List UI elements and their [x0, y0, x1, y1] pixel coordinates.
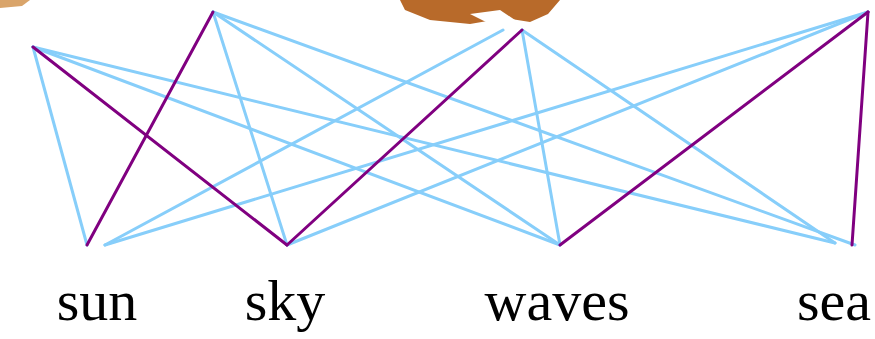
word-label: waves — [485, 272, 630, 330]
purple-line — [560, 12, 868, 245]
word-label: sun — [57, 272, 138, 330]
blue-line — [105, 30, 503, 245]
image-fragment — [400, 0, 560, 24]
word-label: sea — [797, 272, 871, 330]
blue-line — [213, 12, 560, 245]
purple-line — [287, 30, 522, 245]
image-fragment — [470, 10, 515, 24]
blue-line — [213, 12, 855, 245]
purple-line — [852, 12, 868, 245]
word-label: sky — [245, 272, 326, 330]
blue-line — [287, 12, 868, 245]
purple-line — [33, 47, 287, 245]
blue-line — [522, 30, 835, 243]
purple-line — [87, 12, 213, 245]
blue-line — [33, 47, 87, 245]
blue-line — [105, 12, 868, 245]
image-fragment — [0, 0, 30, 8]
blue-line — [33, 47, 560, 245]
